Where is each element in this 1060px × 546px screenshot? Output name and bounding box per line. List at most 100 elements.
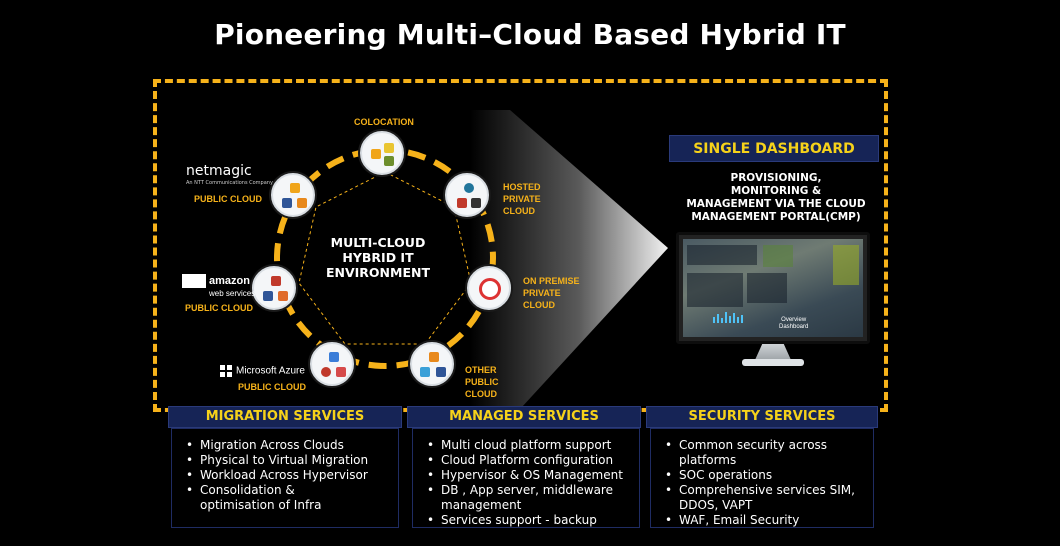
monitor-base — [742, 359, 804, 366]
microsoft-azure-logo: Microsoft Azure — [220, 365, 305, 377]
monitor: Overview Dashboard — [676, 232, 870, 344]
list-item: Physical to Virtual Migration — [186, 453, 390, 468]
list-item-continuation: optimisation of Infra — [200, 498, 322, 512]
other-public-cloud-label: OTHER PUBLIC CLOUD — [465, 364, 499, 400]
screen-caption-line: Overview — [781, 317, 807, 323]
monitor-stand — [755, 344, 791, 360]
single-dashboard-heading: SINGLE DASHBOARD — [669, 135, 879, 162]
label-line: ON PREMISE — [523, 276, 580, 286]
app-icon — [384, 143, 394, 153]
managed-services-list: Multi cloud platform support Cloud Platf… — [412, 428, 640, 528]
label-line: OTHER — [465, 365, 497, 375]
center-line: HYBRID IT — [342, 250, 414, 265]
security-services-heading: SECURITY SERVICES — [646, 406, 878, 428]
aws-logo-subtext: web services — [209, 289, 256, 298]
on-premise-private-cloud-node — [467, 266, 511, 310]
list-item-continuation: DDOS, VAPT — [679, 498, 753, 512]
security-services-list: Common security across platforms SOC ope… — [650, 428, 874, 528]
app-icon — [436, 367, 446, 377]
list-item: WAF, Email Security — [665, 513, 865, 528]
amazon-web-services-logo: amazon web services — [182, 274, 255, 299]
colocation-label: COLOCATION — [354, 117, 414, 127]
aws-public-cloud-label: PUBLIC CLOUD — [185, 303, 253, 313]
app-icon — [297, 198, 307, 208]
multi-cloud-center-label: MULTI-CLOUD HYBRID IT ENVIRONMENT — [318, 235, 438, 280]
list-item-continuation: management — [441, 498, 522, 512]
hosted-private-cloud-node — [445, 173, 489, 217]
other-public-cloud-node — [410, 342, 454, 386]
netmagic-logo-text: netmagic — [186, 163, 252, 179]
list-item: Services support - backup — [427, 513, 631, 528]
dashboard-description: PROVISIONING, MONITORING & MANAGEMENT VI… — [676, 172, 876, 224]
netmagic-public-cloud-label: PUBLIC CLOUD — [194, 194, 262, 204]
list-item: Cloud Platform configuration — [427, 453, 631, 468]
app-icon — [471, 198, 481, 208]
azure-public-cloud-label: PUBLIC CLOUD — [238, 382, 306, 392]
screen-panel — [763, 245, 793, 267]
app-icon — [290, 183, 300, 193]
list-item: Workload Across Hypervisor — [186, 468, 390, 483]
screen-panel — [687, 273, 743, 307]
screen-bar — [713, 317, 715, 323]
app-icon — [457, 198, 467, 208]
windows-icon — [220, 365, 232, 377]
dashboard-description-line: MANAGEMENT PORTAL(CMP) — [691, 211, 861, 223]
app-icon — [479, 278, 501, 300]
app-icon — [263, 291, 273, 301]
list-item-continuation: platforms — [679, 453, 737, 467]
app-icon — [336, 367, 346, 377]
list-item: Comprehensive services SIM, — [665, 483, 865, 498]
dashboard-description-line: PROVISIONING, — [730, 172, 822, 184]
app-icon — [420, 367, 430, 377]
label-line: PUBLIC — [465, 377, 499, 387]
page-title: Pioneering Multi–Cloud Based Hybrid IT — [214, 18, 846, 51]
aws-public-cloud-node — [252, 266, 296, 310]
app-icon — [464, 183, 474, 193]
list-item: Hypervisor & OS Management — [427, 468, 631, 483]
hosted-private-cloud-label: HOSTED PRIVATE CLOUD — [503, 181, 541, 217]
migration-services-list: Migration Across Clouds Physical to Virt… — [171, 428, 399, 528]
list-item: DB , App server, middleware — [427, 483, 631, 498]
azure-logo-text: Microsoft Azure — [236, 365, 305, 377]
azure-public-cloud-node — [310, 342, 354, 386]
dashboard-screenshot: Overview Dashboard — [683, 239, 863, 337]
colocation-node — [360, 131, 404, 175]
center-line: MULTI-CLOUD — [330, 235, 426, 250]
screen-bar — [717, 314, 719, 323]
app-icon — [321, 367, 331, 377]
amazon-logo-text: amazon — [209, 274, 250, 287]
screen-bar — [733, 313, 735, 323]
netmagic-public-cloud-node — [271, 173, 315, 217]
on-premise-label: ON PREMISE PRIVATE CLOUD — [523, 275, 580, 311]
app-icon — [429, 352, 439, 362]
list-item: Migration Across Clouds — [186, 438, 390, 453]
app-icon — [384, 156, 394, 166]
app-icon — [282, 198, 292, 208]
list-item: Consolidation & — [186, 483, 390, 498]
screen-bar — [725, 312, 727, 323]
list-item: SOC operations — [665, 468, 865, 483]
app-icon — [278, 291, 288, 301]
aws-cube-icon — [182, 274, 206, 288]
center-line: ENVIRONMENT — [325, 265, 430, 280]
app-icon — [329, 352, 339, 362]
screen-caption: Overview Dashboard — [779, 317, 808, 331]
light-beam — [470, 110, 668, 420]
managed-services-heading: MANAGED SERVICES — [407, 406, 641, 428]
screen-panel — [687, 245, 757, 265]
screen-bar — [737, 317, 739, 323]
label-line: CLOUD — [465, 389, 497, 399]
screen-bar — [729, 316, 731, 323]
label-line: CLOUD — [523, 300, 555, 310]
dashboard-description-line: MANAGEMENT VIA THE CLOUD — [686, 198, 866, 210]
label-line: HOSTED — [503, 182, 541, 192]
list-item: Common security across — [665, 438, 865, 453]
app-icon — [371, 149, 381, 159]
list-item: Multi cloud platform support — [427, 438, 631, 453]
label-line: PRIVATE — [503, 194, 541, 204]
screen-bar — [741, 315, 743, 323]
label-line: PRIVATE — [523, 288, 561, 298]
app-icon — [271, 276, 281, 286]
screen-bar — [721, 318, 723, 323]
screen-panel — [747, 273, 787, 303]
